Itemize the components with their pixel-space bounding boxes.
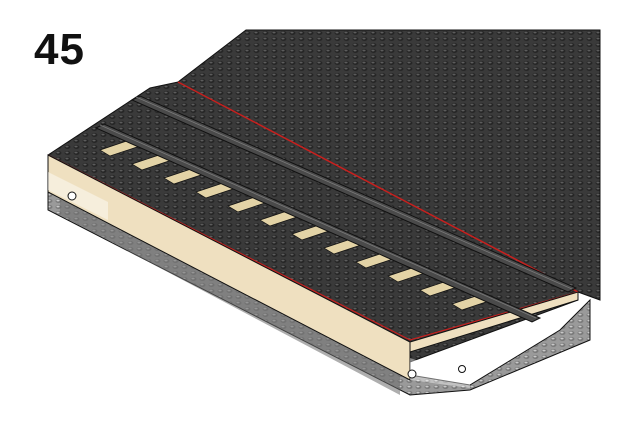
lego-railway-baseplate-illustration <box>0 0 624 441</box>
